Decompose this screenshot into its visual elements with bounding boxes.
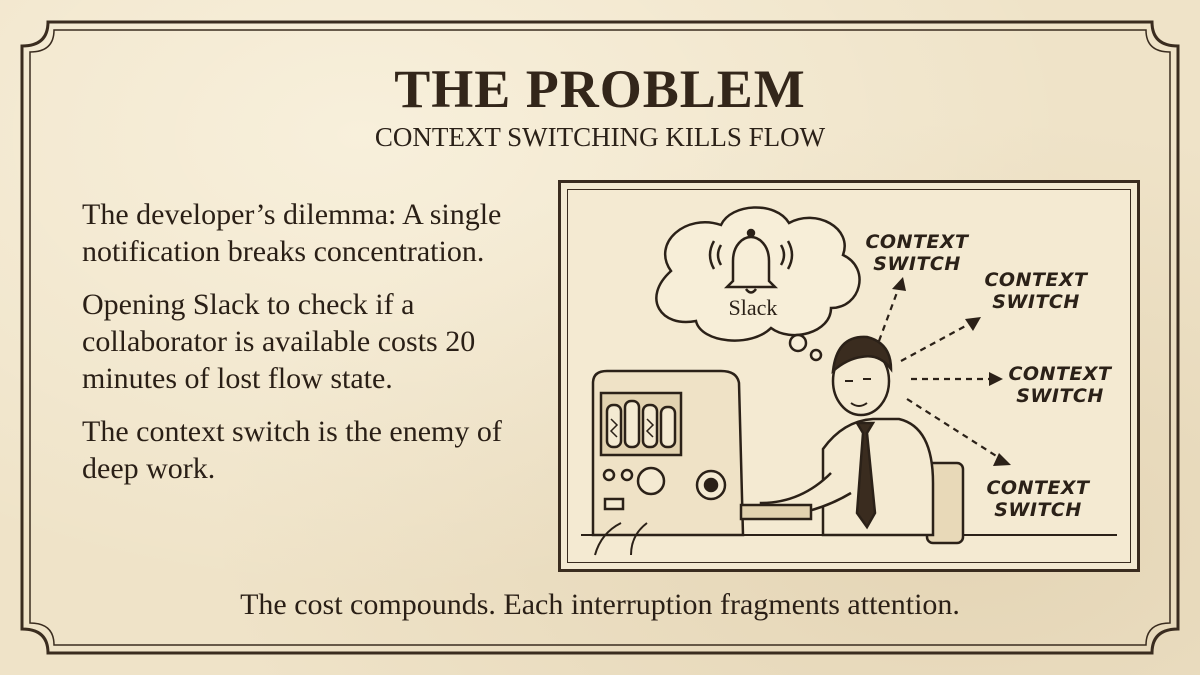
context-switch-label-1: CONTEXT SWITCH: [865, 231, 969, 275]
paragraph-dilemma: The developer’s dilemma: A single notifi…: [82, 198, 502, 268]
context-switch-arrows: [877, 286, 1002, 460]
arrow-heads: [892, 277, 1011, 466]
page-subtitle: CONTEXT SWITCHING KILLS FLOW: [374, 122, 826, 152]
bell-icon: [708, 228, 794, 294]
paragraph-slack-cost: Opening Slack to check if a collaborator…: [82, 288, 476, 395]
body-text: The developer’s dilemma: A single notifi…: [82, 196, 512, 503]
illustration-drawing: [581, 206, 1117, 556]
footer-caption: The cost compounds. Each interruption fr…: [240, 588, 960, 621]
context-switch-label-4: CONTEXT SWITCH: [986, 477, 1090, 521]
page-title: THE PROBLEM: [394, 59, 806, 119]
illustration-panel: Slack CONTEXT SWITCH CONTEXT SWITCH CONT…: [558, 180, 1140, 572]
illustration-inner-border: [567, 189, 1131, 563]
paragraph-deep-work: The context switch is the enemy of deep …: [82, 415, 502, 485]
context-switch-label-3: CONTEXT SWITCH: [1008, 363, 1112, 407]
developer-figure: [739, 335, 965, 545]
vintage-computer: [591, 369, 745, 556]
slack-label: Slack: [728, 295, 778, 320]
context-switch-label-2: CONTEXT SWITCH: [984, 269, 1088, 313]
